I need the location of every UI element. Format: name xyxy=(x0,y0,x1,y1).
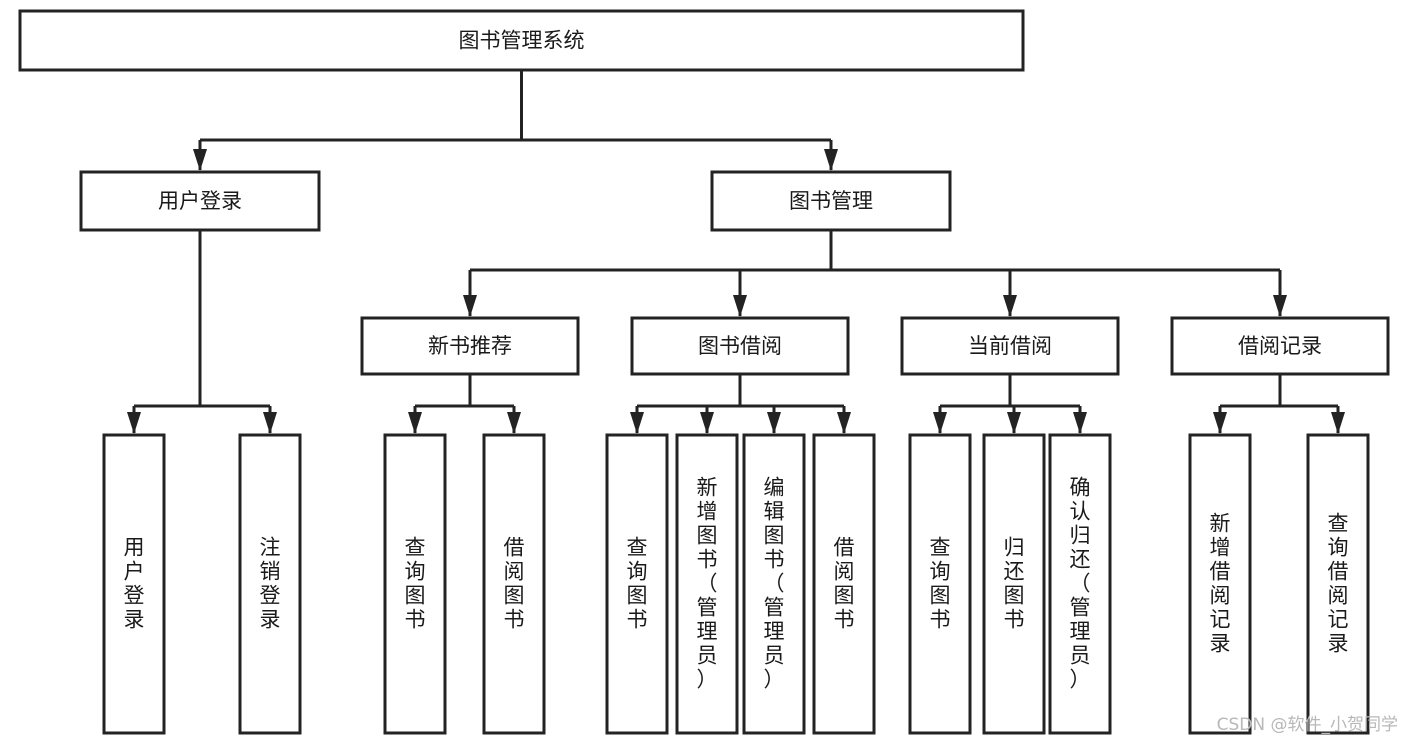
node-l2-user-login[interactable]: 用户登录 xyxy=(79,170,321,232)
node-label: 新增图书（管理员） xyxy=(697,476,718,692)
node-box[interactable] xyxy=(982,433,1046,735)
arrow-head-icon xyxy=(1003,295,1017,317)
node-box[interactable] xyxy=(383,433,447,735)
node-box[interactable] xyxy=(1170,316,1390,376)
node-box[interactable] xyxy=(1188,433,1252,735)
node-box[interactable] xyxy=(908,433,972,735)
node-box[interactable] xyxy=(482,433,546,735)
node-l3-new-book-rec[interactable]: 新书推荐 xyxy=(360,316,580,376)
node-label: 新书推荐 xyxy=(428,334,512,358)
node-leaf-leaf-query-record[interactable]: 查询借阅记录 xyxy=(1306,433,1370,735)
node-box[interactable] xyxy=(630,316,850,376)
arrow-head-icon xyxy=(733,295,747,317)
node-label: 借阅图书 xyxy=(504,536,525,632)
node-box[interactable] xyxy=(360,316,580,376)
node-box[interactable] xyxy=(710,170,952,232)
node-label: 用户登录 xyxy=(158,189,242,213)
node-root-图书管理系统[interactable]: 图书管理系统 xyxy=(18,9,1025,72)
node-box[interactable] xyxy=(900,316,1120,376)
arrow-head-icon xyxy=(263,412,277,434)
arrow-head-icon xyxy=(1007,412,1021,434)
node-label: 编辑图书（管理员） xyxy=(764,476,785,692)
arrow-head-icon xyxy=(700,412,714,434)
node-leaf-leaf-query-book-borrow[interactable]: 查询图书 xyxy=(605,433,669,735)
node-label: 图书管理系统 xyxy=(459,29,585,53)
node-label: 查询图书 xyxy=(627,536,648,632)
node-l3-borrow-record[interactable]: 借阅记录 xyxy=(1170,316,1390,376)
node-leaf-leaf-query-book-rec[interactable]: 查询图书 xyxy=(383,433,447,735)
node-label: 确认归还（管理员） xyxy=(1070,476,1091,692)
node-box[interactable] xyxy=(742,433,806,735)
arrow-head-icon xyxy=(824,149,838,171)
node-l2-book-manage[interactable]: 图书管理 xyxy=(710,170,952,232)
node-box[interactable] xyxy=(675,433,739,735)
node-leaf-leaf-user-login[interactable]: 用户登录 xyxy=(102,433,166,735)
node-label: 新增借阅记录 xyxy=(1210,512,1231,656)
node-l3-book-borrow[interactable]: 图书借阅 xyxy=(630,316,850,376)
arrow-head-icon xyxy=(193,149,207,171)
node-label: 注销登录 xyxy=(260,536,281,632)
node-label: 查询图书 xyxy=(930,536,951,632)
csdn-watermark: CSDN @软件_小贺同学 xyxy=(1217,715,1398,735)
node-label: 归还图书 xyxy=(1004,536,1025,632)
node-box[interactable] xyxy=(812,433,876,735)
node-leaf-leaf-query-book-cur[interactable]: 查询图书 xyxy=(908,433,972,735)
node-leaf-leaf-confirm-return[interactable]: 确认归还（管理员） xyxy=(1048,433,1112,735)
arrow-head-icon xyxy=(408,412,422,434)
node-label: 图书管理 xyxy=(789,189,873,213)
node-leaf-leaf-return-book[interactable]: 归还图书 xyxy=(982,433,1046,735)
node-label: 查询图书 xyxy=(405,536,426,632)
node-leaf-leaf-borrow-book-rec[interactable]: 借阅图书 xyxy=(482,433,546,735)
arrow-head-icon xyxy=(837,412,851,434)
node-box[interactable] xyxy=(79,170,321,232)
node-l3-current-borrow[interactable]: 当前借阅 xyxy=(900,316,1120,376)
node-box[interactable] xyxy=(18,9,1025,72)
node-box[interactable] xyxy=(1306,433,1370,735)
node-label: 查询借阅记录 xyxy=(1328,512,1349,656)
node-leaf-leaf-logout[interactable]: 注销登录 xyxy=(238,433,302,735)
arrow-head-icon xyxy=(767,412,781,434)
node-label: 用户登录 xyxy=(124,536,145,632)
node-box[interactable] xyxy=(1048,433,1112,735)
arrow-head-icon xyxy=(1073,412,1087,434)
arrow-head-icon xyxy=(933,412,947,434)
node-box[interactable] xyxy=(102,433,166,735)
arrow-head-icon xyxy=(127,412,141,434)
node-layer: 图书管理系统用户登录图书管理新书推荐图书借阅当前借阅借阅记录用户登录注销登录查询… xyxy=(18,9,1390,735)
node-leaf-leaf-borrow-book[interactable]: 借阅图书 xyxy=(812,433,876,735)
node-leaf-leaf-edit-book[interactable]: 编辑图书（管理员） xyxy=(742,433,806,735)
arrow-head-icon xyxy=(630,412,644,434)
arrow-head-icon xyxy=(1331,412,1345,434)
arrow-head-icon xyxy=(463,295,477,317)
node-leaf-leaf-add-book[interactable]: 新增图书（管理员） xyxy=(675,433,739,735)
node-leaf-leaf-add-record[interactable]: 新增借阅记录 xyxy=(1188,433,1252,735)
node-box[interactable] xyxy=(238,433,302,735)
node-box[interactable] xyxy=(605,433,669,735)
node-label: 借阅图书 xyxy=(834,536,855,632)
node-label: 图书借阅 xyxy=(698,334,782,358)
connector-layer xyxy=(127,70,1345,434)
arrow-head-icon xyxy=(507,412,521,434)
arrow-head-icon xyxy=(1213,412,1227,434)
node-label: 借阅记录 xyxy=(1238,334,1322,358)
node-label: 当前借阅 xyxy=(968,334,1052,358)
arrow-head-icon xyxy=(1273,295,1287,317)
